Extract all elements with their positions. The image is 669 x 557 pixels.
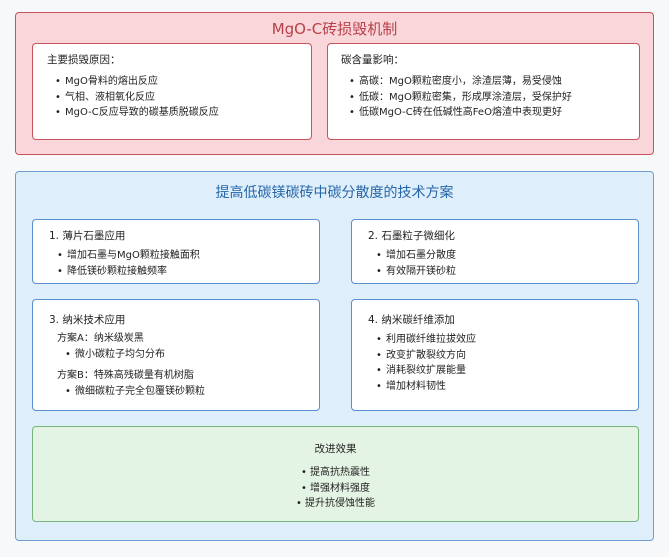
list-item: 利用碳纤维拉拔效应 [376,332,628,348]
list-item: MgO骨料的熔出反应 [55,74,301,90]
improvement-result-title: 改进效果 [314,443,357,455]
list-item: 提升抗侵蚀性能 [43,496,628,512]
carbon-effect-title: 碳含量影响： [341,54,404,66]
list-item: MgO-C反应导致的碳基质脱碳反应 [55,105,301,121]
damage-causes-list: MgO骨料的熔出反应 气相、液相氧化反应 MgO-C反应导致的碳基质脱碳反应 [47,74,301,121]
flake-graphite-title: 1. 薄片石墨应用 [49,230,126,242]
list-item: 降低镁砂颗粒接触频率 [57,264,309,280]
nano-carbon-fiber-box: 4. 纳米碳纤维添加 利用碳纤维拉拔效应 改变扩散裂纹方向 消耗裂纹扩展能量 增… [351,299,639,411]
list-item: 增加材料韧性 [376,379,628,395]
damage-causes-title: 主要损毁原因： [47,54,121,66]
flake-graphite-box: 1. 薄片石墨应用 增加石墨与MgO颗粒接触面积 降低镁砂颗粒接触频率 [32,219,320,284]
graphite-refinement-title: 2. 石墨粒子微细化 [368,230,455,242]
graphite-refinement-list: 增加石墨分散度 有效隔开镁砂粒 [368,248,628,279]
plan-a-label: 方案A：纳米级炭黑 [57,333,144,345]
improvement-result-box: 改进效果 提高抗热震性 增强材料强度 提升抗侵蚀性能 [32,426,639,522]
nanotech-title: 3. 纳米技术应用 [49,314,126,326]
list-item: 高碳：MgO颗粒密度小，涂渣层薄，易受侵蚀 [349,74,629,90]
damage-mechanism-panel: MgO-C砖损毁机制 主要损毁原因： MgO骨料的熔出反应 气相、液相氧化反应 … [15,12,654,155]
plan-b-label: 方案B：特殊高残碳量有机树脂 [57,370,194,382]
nano-carbon-fiber-list: 利用碳纤维拉拔效应 改变扩散裂纹方向 消耗裂纹扩展能量 增加材料韧性 [368,332,628,394]
damage-causes-box: 主要损毁原因： MgO骨料的熔出反应 气相、液相氧化反应 MgO-C反应导致的碳… [32,43,312,140]
list-item: 增强材料强度 [43,481,628,497]
plan-a-list: 微小碳粒子均匀分布 [49,347,309,363]
technical-solutions-title: 提高低碳镁碳砖中碳分散度的技术方案 [215,185,454,201]
nanotech-box: 3. 纳米技术应用 方案A：纳米级炭黑 微小碳粒子均匀分布 方案B：特殊高残碳量… [32,299,320,411]
list-item: 低碳：MgO颗粒密集，形成厚涂渣层，受保护好 [349,90,629,106]
list-item: 低碳MgO-C砖在低碱性高FeO熔渣中表现更好 [349,105,629,121]
list-item: 消耗裂纹扩展能量 [376,363,628,379]
carbon-effect-box: 碳含量影响： 高碳：MgO颗粒密度小，涂渣层薄，易受侵蚀 低碳：MgO颗粒密集，… [327,43,640,140]
list-item: 增加石墨分散度 [376,248,628,264]
list-item: 有效隔开镁砂粒 [376,264,628,280]
nano-carbon-fiber-title: 4. 纳米碳纤维添加 [368,314,455,326]
list-item: 改变扩散裂纹方向 [376,348,628,364]
list-item: 气相、液相氧化反应 [55,90,301,106]
improvement-result-list: 提高抗热震性 增强材料强度 提升抗侵蚀性能 [43,465,628,512]
list-item: 微小碳粒子均匀分布 [65,347,309,363]
graphite-refinement-box: 2. 石墨粒子微细化 增加石墨分散度 有效隔开镁砂粒 [351,219,639,284]
carbon-effect-list: 高碳：MgO颗粒密度小，涂渣层薄，易受侵蚀 低碳：MgO颗粒密集，形成厚涂渣层，… [341,74,629,121]
list-item: 微细碳粒子完全包覆镁砂颗粒 [65,384,309,400]
technical-solutions-panel: 提高低碳镁碳砖中碳分散度的技术方案 1. 薄片石墨应用 增加石墨与MgO颗粒接触… [15,171,654,541]
list-item: 增加石墨与MgO颗粒接触面积 [57,248,309,264]
damage-mechanism-title: MgO-C砖损毁机制 [271,20,398,38]
list-item: 提高抗热震性 [43,465,628,481]
plan-b-list: 微细碳粒子完全包覆镁砂颗粒 [49,384,309,400]
flake-graphite-list: 增加石墨与MgO颗粒接触面积 降低镁砂颗粒接触频率 [49,248,309,279]
